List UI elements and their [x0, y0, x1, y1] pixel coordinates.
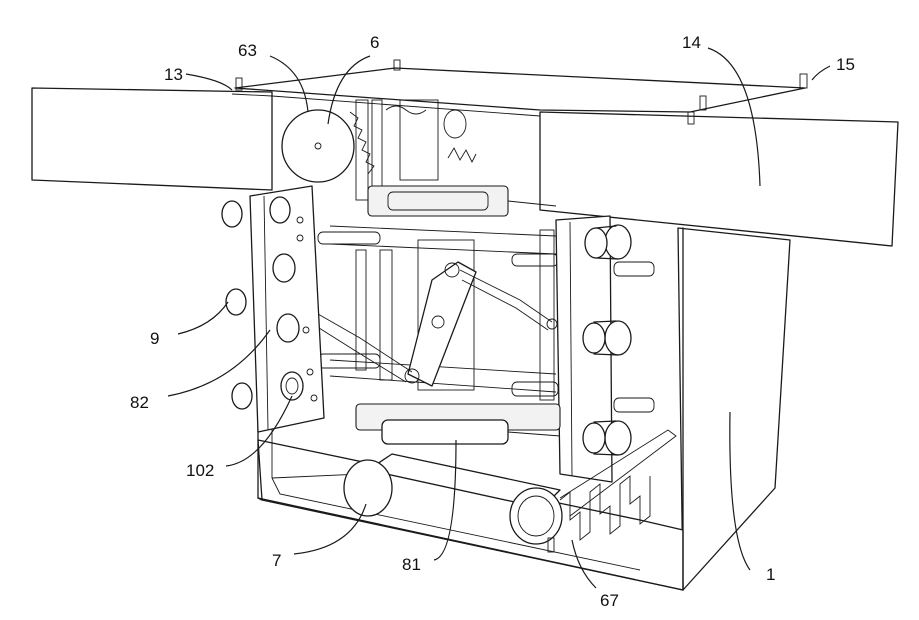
- motor-disk: [282, 110, 354, 182]
- label-7: 7: [272, 551, 281, 570]
- label-6: 6: [370, 33, 379, 52]
- label-14: 14: [682, 33, 701, 52]
- roller-7: [344, 460, 392, 516]
- top-cover: [32, 60, 898, 246]
- housing-right-side: [678, 228, 790, 590]
- lower-cylinder-81: [356, 404, 560, 444]
- housing-front-bottom: [258, 440, 683, 590]
- label-63: 63: [238, 41, 257, 60]
- label-1: 1: [766, 565, 775, 584]
- label-102: 102: [186, 461, 214, 480]
- top-plate: [235, 68, 805, 112]
- label-13: 13: [164, 65, 183, 84]
- right-rail: [556, 216, 654, 482]
- motor-gear: [282, 100, 476, 200]
- label-82: 82: [130, 393, 149, 412]
- internal-frame: [298, 186, 558, 400]
- left-rail: [222, 186, 324, 432]
- label-15: 15: [836, 55, 855, 74]
- left-flap: [32, 88, 272, 190]
- label-67: 67: [600, 591, 619, 610]
- label-9: 9: [150, 329, 159, 348]
- label-81: 81: [402, 555, 421, 574]
- upper-cylinder: [368, 186, 508, 216]
